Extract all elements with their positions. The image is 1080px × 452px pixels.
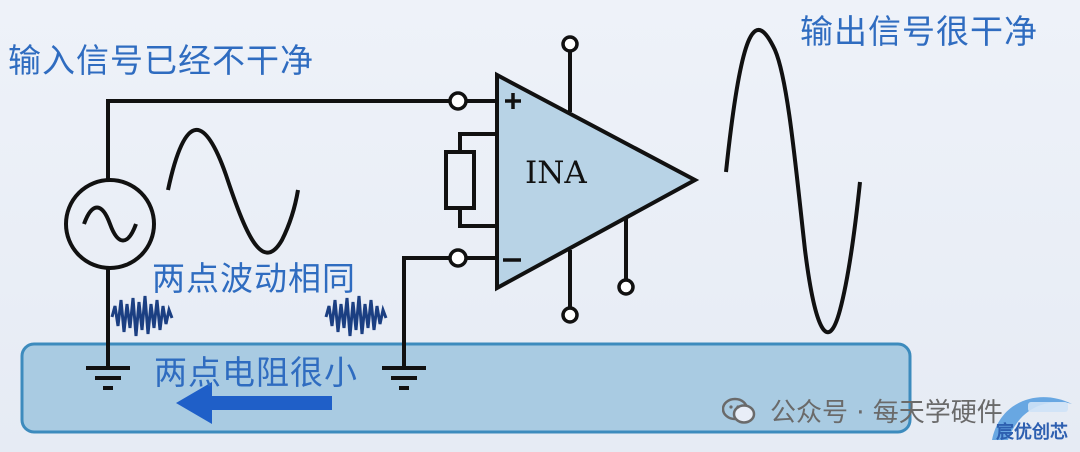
gain-resistor-icon — [444, 132, 497, 228]
output-signal-label: 输出信号很干净 — [800, 12, 1038, 51]
supply-pin-top — [561, 35, 579, 112]
reference-pin — [617, 212, 635, 296]
watermark: 公众号 · 每天学硬件 — [722, 392, 1003, 429]
input-signal-label: 输入信号已经不干净 — [8, 41, 314, 80]
wire-positive-input — [106, 99, 450, 182]
wechat-icon — [722, 397, 756, 424]
same-fluctuation-label: 两点波动相同 — [152, 259, 356, 298]
wire-negative-input — [402, 256, 450, 368]
watermark-text: 公众号 · 每天学硬件 — [770, 398, 1003, 428]
ac-source-icon — [64, 178, 156, 270]
output-sine-wave — [724, 28, 862, 335]
negative-input-terminal — [448, 248, 468, 268]
noise-burst-right — [324, 295, 388, 337]
plus-sign — [505, 93, 521, 109]
brand-logo-text: 宸优创芯 — [996, 422, 1068, 443]
input-sine-wave — [166, 128, 300, 255]
noise-burst-left — [110, 295, 174, 337]
low-resistance-label: 两点电阻很小 — [154, 353, 358, 392]
ground-icon-left — [86, 366, 130, 390]
ground-icon-right — [382, 366, 426, 390]
instrumentation-amplifier — [495, 71, 700, 292]
positive-input-terminal — [448, 91, 468, 111]
brand-logo-icon — [992, 397, 1072, 440]
supply-pin-bottom — [561, 250, 579, 324]
amplifier-label: INA — [525, 155, 587, 191]
current-arrow-icon — [176, 382, 332, 424]
